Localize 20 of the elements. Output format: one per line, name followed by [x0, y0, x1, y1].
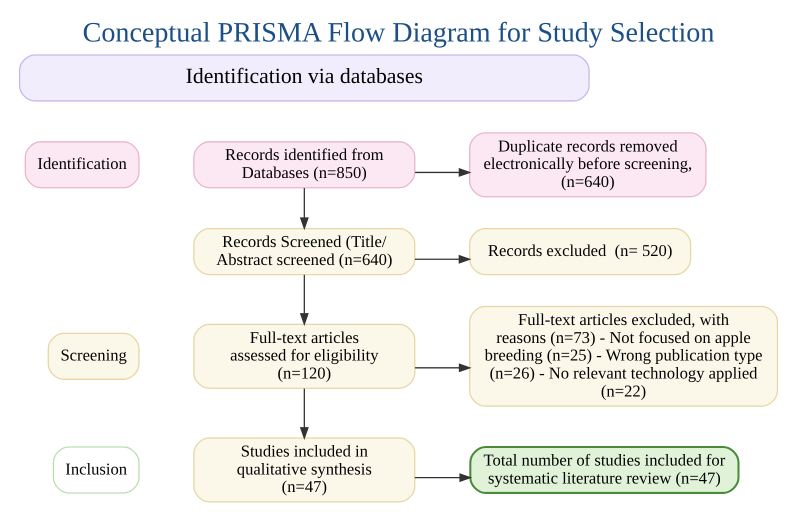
- node-box: Duplicate records removed electronically before screening, (n=640): [469, 132, 707, 197]
- node-box: Screening: [48, 332, 140, 380]
- node-box: Records identified from Databases (n=850): [193, 140, 416, 188]
- node-box: Studies included in qualitative synthesis (n=47): [193, 436, 416, 502]
- arrow: [300, 188, 309, 230]
- node-box: Records Screened (Title/ Abstract screened (n=640): [193, 228, 416, 275]
- node-box: Full-text articles assessed for eligibility (n=120): [193, 323, 416, 388]
- node-box: Records excluded (n= 520): [469, 228, 692, 275]
- arrow: [300, 388, 309, 440]
- diagram-title: Conceptual PRISMA Flow Diagram for Study Selection: [82, 17, 714, 48]
- arrow: [415, 167, 472, 176]
- node-box: Identification via databases: [18, 54, 590, 102]
- arrow: [414, 254, 472, 264]
- arrow: [415, 362, 472, 372]
- node-box: Inclusion: [52, 446, 140, 494]
- node-box: Total number of studies included for systematic literature review (n=47): [469, 445, 740, 494]
- arrow: [300, 274, 309, 326]
- arrow: [414, 472, 472, 482]
- node-box: Identification: [24, 140, 140, 188]
- node-box: Full-text articles excluded, with reasons (n=73) - Not focused on apple breeding (n=25) - Wrong publication type (n=26) - No relevant technology applied (n=22): [469, 305, 778, 406]
